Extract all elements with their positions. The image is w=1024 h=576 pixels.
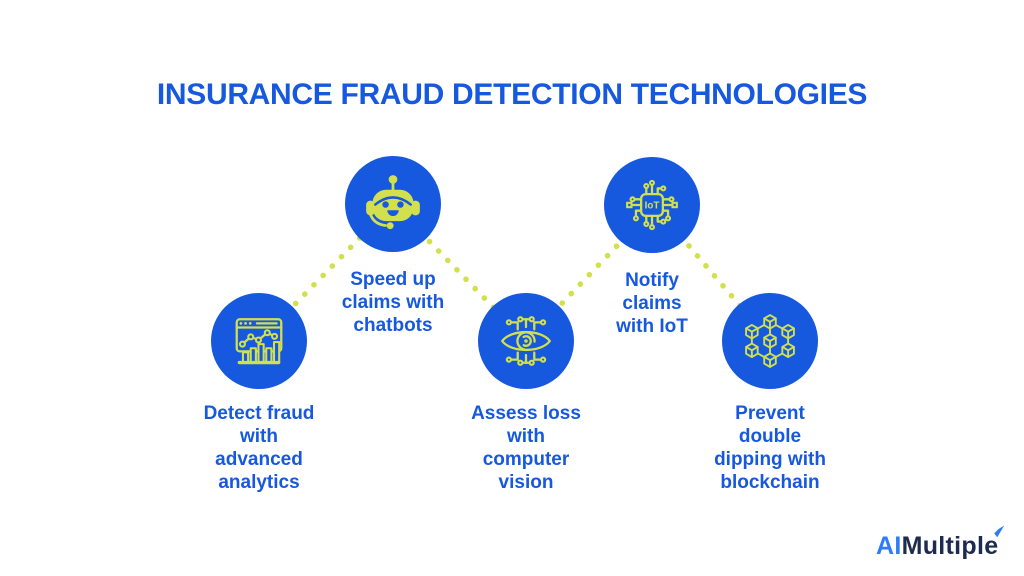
logo-multiple-text: Multiple: [901, 532, 999, 560]
iot-chip-text: IoT: [645, 201, 660, 212]
logo-spark-icon: [994, 525, 1005, 538]
vision-label: Assess loss with computer vision: [471, 403, 581, 493]
node-computer-vision: Assess loss with computer vision: [426, 293, 626, 494]
node-blockchain: Prevent double dipping with blockchain: [670, 293, 870, 494]
computer-vision-icon: [501, 316, 551, 366]
analytics-label: Detect fraud with advanced analytics: [203, 403, 315, 493]
chatbot-icon: [366, 175, 420, 230]
node-advanced-analytics: Detect fraud with advanced analytics: [159, 293, 359, 494]
node-iot: IoT Notify claims with IoT: [552, 157, 752, 338]
iot-circle-badge: IoT: [604, 157, 700, 253]
blockchain-icon: [745, 314, 795, 368]
logo-ai-text: AI: [876, 532, 902, 560]
browser-dots: [239, 322, 252, 325]
node-chatbots: Speed up claims with chatbots: [293, 156, 493, 337]
chatbot-circle-badge: [345, 156, 441, 252]
iot-icon: IoT: [626, 179, 678, 231]
vision-circle-badge: [478, 293, 574, 389]
page-title: INSURANCE FRAUD DETECTION TECHNOLOGIES: [156, 78, 868, 111]
analytics-circle-badge: [211, 293, 307, 389]
advanced-analytics-icon: [235, 318, 283, 365]
blockchain-label: Prevent double dipping with blockchain: [714, 403, 826, 493]
iot-label: Notify claims with IoT: [616, 270, 688, 337]
aimultiple-logo: AIMultiple: [876, 525, 1005, 561]
blockchain-circle-badge: [722, 293, 818, 389]
chatbot-label: Speed up claims with chatbots: [341, 269, 445, 336]
